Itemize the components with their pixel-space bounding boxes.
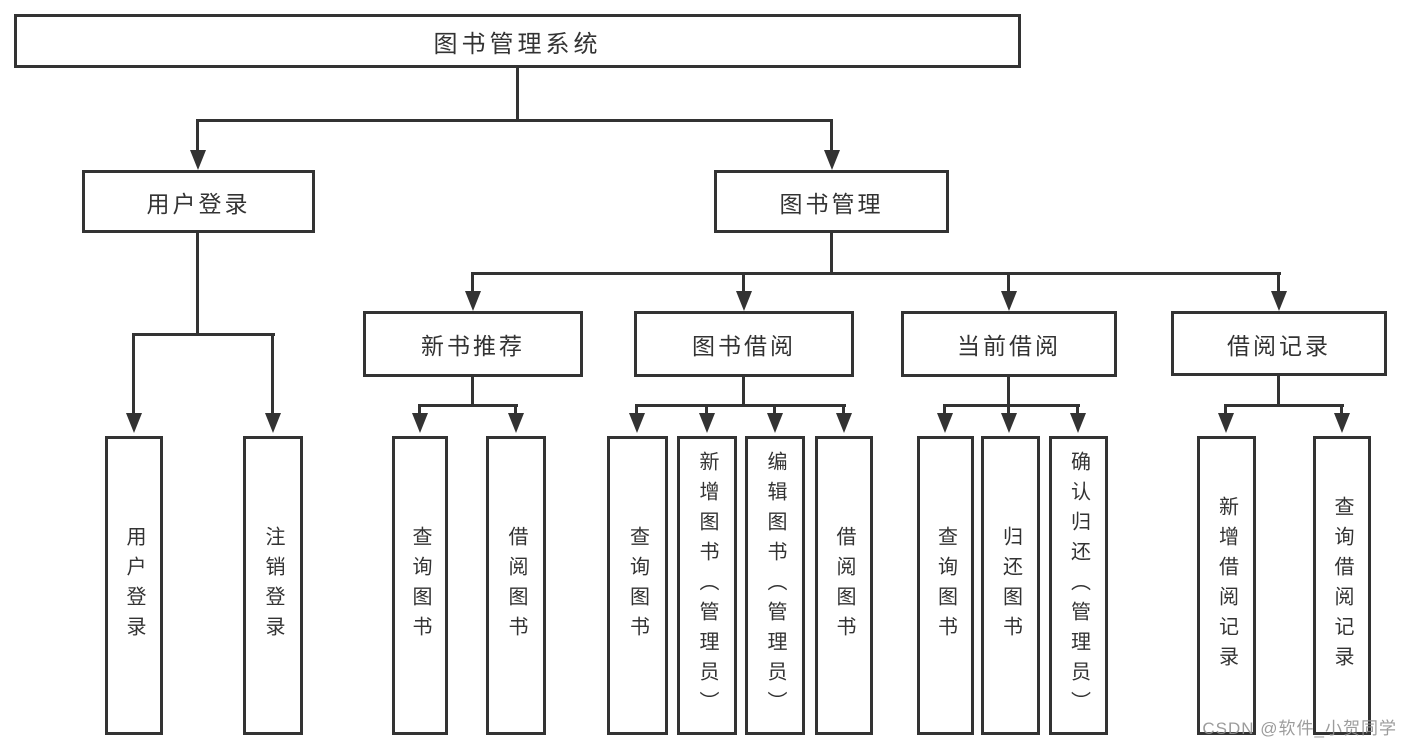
- csdn-watermark: CSDN @软件_小贺同学: [1202, 719, 1397, 738]
- edge-to-leaf: [514, 404, 517, 417]
- arrow-down-icon: [1070, 413, 1086, 433]
- edge-borrow-stem: [742, 377, 745, 407]
- edge-records-horizontal: [1224, 404, 1344, 407]
- leaf-record-add-borrow-record: 新增借阅记录: [1197, 436, 1256, 735]
- arrow-down-icon: [1334, 413, 1350, 433]
- edge-to-leaf-logout: [271, 333, 274, 416]
- arrow-down-icon: [190, 150, 206, 170]
- edge-bookmgmt-horizontal: [471, 272, 1281, 275]
- edge-to-leaf: [1224, 404, 1227, 417]
- arrow-down-icon: [629, 413, 645, 433]
- leaf-current-confirm-return-admin: 确认归还（管理员）: [1049, 436, 1108, 735]
- edge-to-leaf: [773, 404, 776, 417]
- node-book-borrow: 图书借阅: [634, 311, 854, 377]
- edge-recommend-horizontal: [418, 404, 518, 407]
- edge-root-horizontal: [196, 119, 833, 122]
- arrow-down-icon: [824, 150, 840, 170]
- leaf-borrow-add-books-admin: 新增图书（管理员）: [677, 436, 737, 735]
- edge-to-user-login: [196, 119, 199, 153]
- arrow-down-icon: [699, 413, 715, 433]
- edge-current-stem: [1007, 377, 1010, 407]
- leaf-recommend-query-books: 查询图书: [392, 436, 448, 735]
- leaf-record-query-borrow-record: 查询借阅记录: [1313, 436, 1371, 735]
- edge-to-leaf: [1076, 404, 1079, 417]
- arrow-down-icon: [937, 413, 953, 433]
- arrow-down-icon: [265, 413, 281, 433]
- node-book-management: 图书管理: [714, 170, 949, 233]
- leaf-user-login: 用户登录: [105, 436, 163, 735]
- edge-to-borrow-records: [1277, 272, 1280, 293]
- edge-records-stem: [1277, 376, 1280, 407]
- edge-to-current-borrow: [1007, 272, 1010, 293]
- arrow-down-icon: [1218, 413, 1234, 433]
- arrow-down-icon: [508, 413, 524, 433]
- edge-to-leaf: [943, 404, 946, 417]
- leaf-logout: 注销登录: [243, 436, 303, 735]
- arrow-down-icon: [1271, 291, 1287, 311]
- leaf-current-query-books: 查询图书: [917, 436, 974, 735]
- edge-recommend-stem: [471, 377, 474, 407]
- edge-current-horizontal: [943, 404, 1080, 407]
- edge-to-new-book: [471, 272, 474, 293]
- leaf-borrow-edit-books-admin: 编辑图书（管理员）: [745, 436, 805, 735]
- node-current-borrow: 当前借阅: [901, 311, 1117, 377]
- arrow-down-icon: [767, 413, 783, 433]
- arrow-down-icon: [126, 413, 142, 433]
- arrow-down-icon: [1001, 413, 1017, 433]
- edge-to-book-management: [830, 119, 833, 153]
- edge-root-stem: [516, 68, 519, 120]
- edge-to-leaf-user-login: [132, 333, 135, 416]
- edge-bookmgmt-stem: [830, 233, 833, 274]
- leaf-borrow-borrow-books: 借阅图书: [815, 436, 873, 735]
- leaf-current-return-books: 归还图书: [981, 436, 1040, 735]
- arrow-down-icon: [412, 413, 428, 433]
- edge-to-leaf: [705, 404, 708, 417]
- edge-userlogin-stem: [196, 233, 199, 336]
- edge-to-book-borrow: [742, 272, 745, 293]
- edge-to-leaf: [842, 404, 845, 417]
- edge-to-leaf: [1007, 404, 1010, 417]
- node-library-system: 图书管理系统: [14, 14, 1021, 68]
- leaf-recommend-borrow-books: 借阅图书: [486, 436, 546, 735]
- node-new-book-recommend: 新书推荐: [363, 311, 583, 377]
- leaf-borrow-query-books: 查询图书: [607, 436, 668, 735]
- arrow-down-icon: [1001, 291, 1017, 311]
- edge-to-leaf: [418, 404, 421, 417]
- node-user-login: 用户登录: [82, 170, 315, 233]
- edge-borrow-horizontal: [635, 404, 846, 407]
- arrow-down-icon: [736, 291, 752, 311]
- node-borrow-records: 借阅记录: [1171, 311, 1387, 376]
- arrow-down-icon: [465, 291, 481, 311]
- edge-to-leaf: [1340, 404, 1343, 417]
- edge-userlogin-horizontal: [132, 333, 275, 336]
- arrow-down-icon: [836, 413, 852, 433]
- edge-to-leaf: [635, 404, 638, 417]
